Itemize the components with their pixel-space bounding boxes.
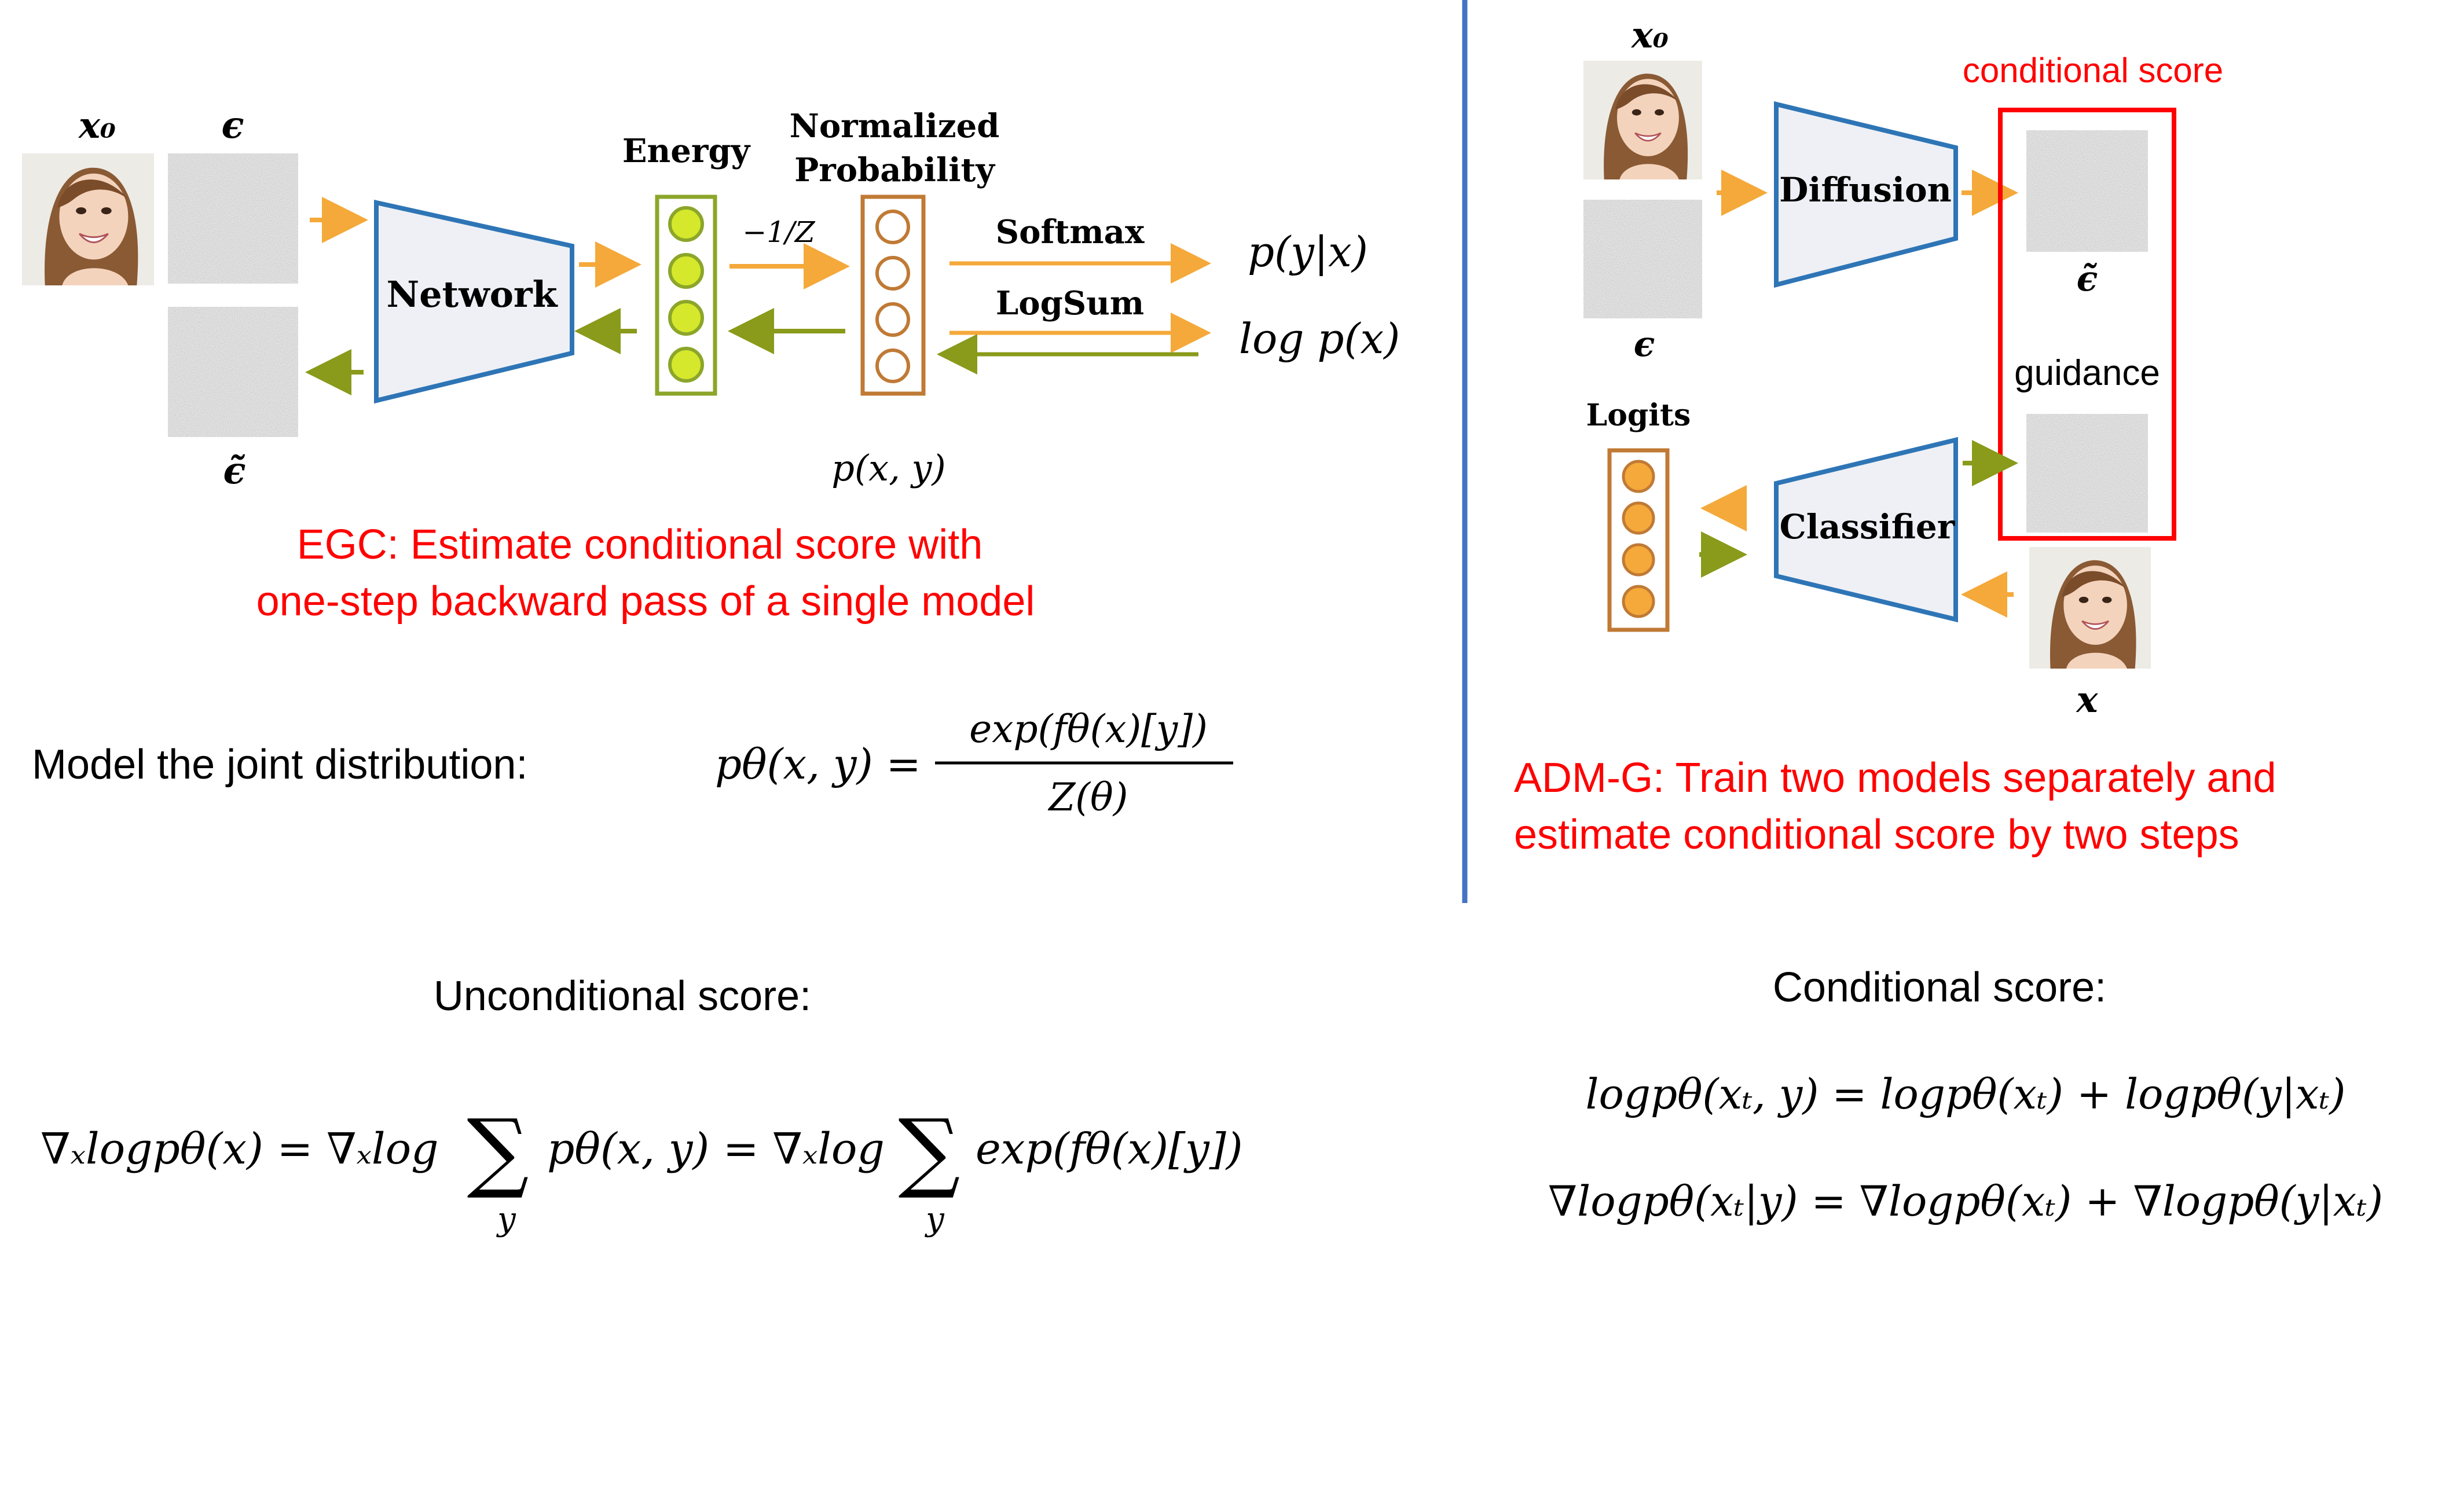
guidance-label: guidance: [2014, 353, 2160, 393]
normalized-label-2: Probability: [794, 151, 995, 189]
logit-unit: [1622, 543, 1655, 577]
admg-panel: x₀ ϵ Diffusion conditional score ϵ̃ guid…: [1514, 14, 2383, 1225]
prob-unit: [875, 256, 910, 291]
p-xy-label: p(x, y): [831, 447, 945, 489]
uncond-eq-part1: ∇ₓlogpθ(x) = ∇ₓlog: [41, 1124, 439, 1174]
right-eps-label: ϵ: [1634, 324, 1655, 365]
left-eps-label: ϵ: [222, 104, 244, 147]
logits-label: Logits: [1586, 398, 1691, 433]
unconditional-score-title: Unconditional score:: [434, 973, 811, 1019]
left-eps-tilde-noise-image: [168, 307, 298, 437]
left-input-face-image: [22, 153, 154, 285]
diffusion-label: Diffusion: [1779, 170, 1952, 210]
egc-panel: x₀ ϵ ϵ̃ Network Energy −1/Z Normalized P…: [22, 104, 1400, 1238]
uncond-sum-symbol-1: ∑: [467, 1101, 529, 1202]
uncond-sum-index-1: y: [496, 1201, 516, 1238]
scale-label: −1/Z: [742, 215, 816, 249]
joint-distribution-prefix: Model the joint distribution:: [32, 742, 527, 788]
joint-eq-numerator: exp(fθ(x)[y]): [969, 707, 1208, 751]
network-label: Network: [386, 273, 558, 315]
diffusion-block: [1774, 101, 1958, 288]
joint-eq-lhs: pθ(x, y) =: [715, 740, 921, 788]
prob-unit: [875, 348, 910, 383]
energy-unit: [668, 206, 704, 242]
network-block: [374, 200, 574, 404]
log-p-x-label: log p(x): [1239, 314, 1400, 363]
energy-unit: [668, 253, 704, 289]
p-y-given-x-label: p(y|x): [1248, 227, 1368, 276]
uncond-sum-index-2: y: [924, 1201, 945, 1238]
uncond-sum-symbol-2: ∑: [898, 1101, 960, 1202]
logit-unit: [1622, 585, 1655, 618]
right-eps-noise-image: [1583, 200, 1702, 318]
right-x-face-image: [2029, 547, 2151, 669]
egc-caption-line1: EGC: Estimate conditional score with: [297, 522, 982, 568]
left-eps-noise-image: [168, 153, 298, 284]
left-eps-tilde-label: ϵ̃: [223, 449, 246, 493]
uncond-eq-part2: pθ(x, y) = ∇ₓlog: [547, 1124, 885, 1174]
conditional-score-box: [1998, 108, 2176, 541]
admg-caption-line2: estimate conditional score by two steps: [1514, 812, 2239, 858]
joint-eq-denominator: Z(θ): [1047, 775, 1128, 820]
logsum-label: LogSum: [996, 284, 1144, 322]
softmax-label: Softmax: [996, 213, 1145, 251]
energy-unit: [668, 300, 704, 336]
classifier-label: Classifier: [1780, 507, 1956, 546]
cond-eq-1: logpθ(xₜ, y) = logpθ(xₜ) + logpθ(y|xₜ): [1586, 1070, 2346, 1118]
right-eps-tilde-label: ϵ̃: [2077, 259, 2098, 299]
energy-label: Energy: [622, 132, 751, 170]
right-x-label: x: [2076, 678, 2099, 721]
logit-unit: [1622, 501, 1655, 535]
energy-unit: [668, 347, 704, 383]
classifier-block: [1774, 436, 1958, 623]
right-eps-tilde-noise-image: [2026, 130, 2148, 252]
prob-unit: [875, 302, 910, 337]
right-x0-label: x₀: [1630, 14, 1669, 56]
guidance-noise-image: [2026, 414, 2148, 533]
cond-eq-2: ∇logpθ(xₜ|y) = ∇logpθ(xₜ) + ∇logpθ(y|xₜ): [1548, 1177, 2383, 1225]
left-x0-label: x₀: [78, 104, 116, 146]
uncond-eq-part3: exp(fθ(x)[y]): [976, 1124, 1243, 1174]
right-input-face-image: [1583, 61, 1702, 179]
prob-unit: [875, 210, 910, 244]
logit-unit: [1622, 460, 1655, 493]
conditional-score-box-label: conditional score: [1963, 51, 2223, 90]
admg-caption-line1: ADM-G: Train two models separately and: [1514, 755, 2276, 801]
egc-caption-line2: one-step backward pass of a single model: [256, 578, 1035, 625]
conditional-score-title: Conditional score:: [1773, 964, 2106, 1011]
normalized-label-1: Normalized: [790, 107, 1000, 145]
